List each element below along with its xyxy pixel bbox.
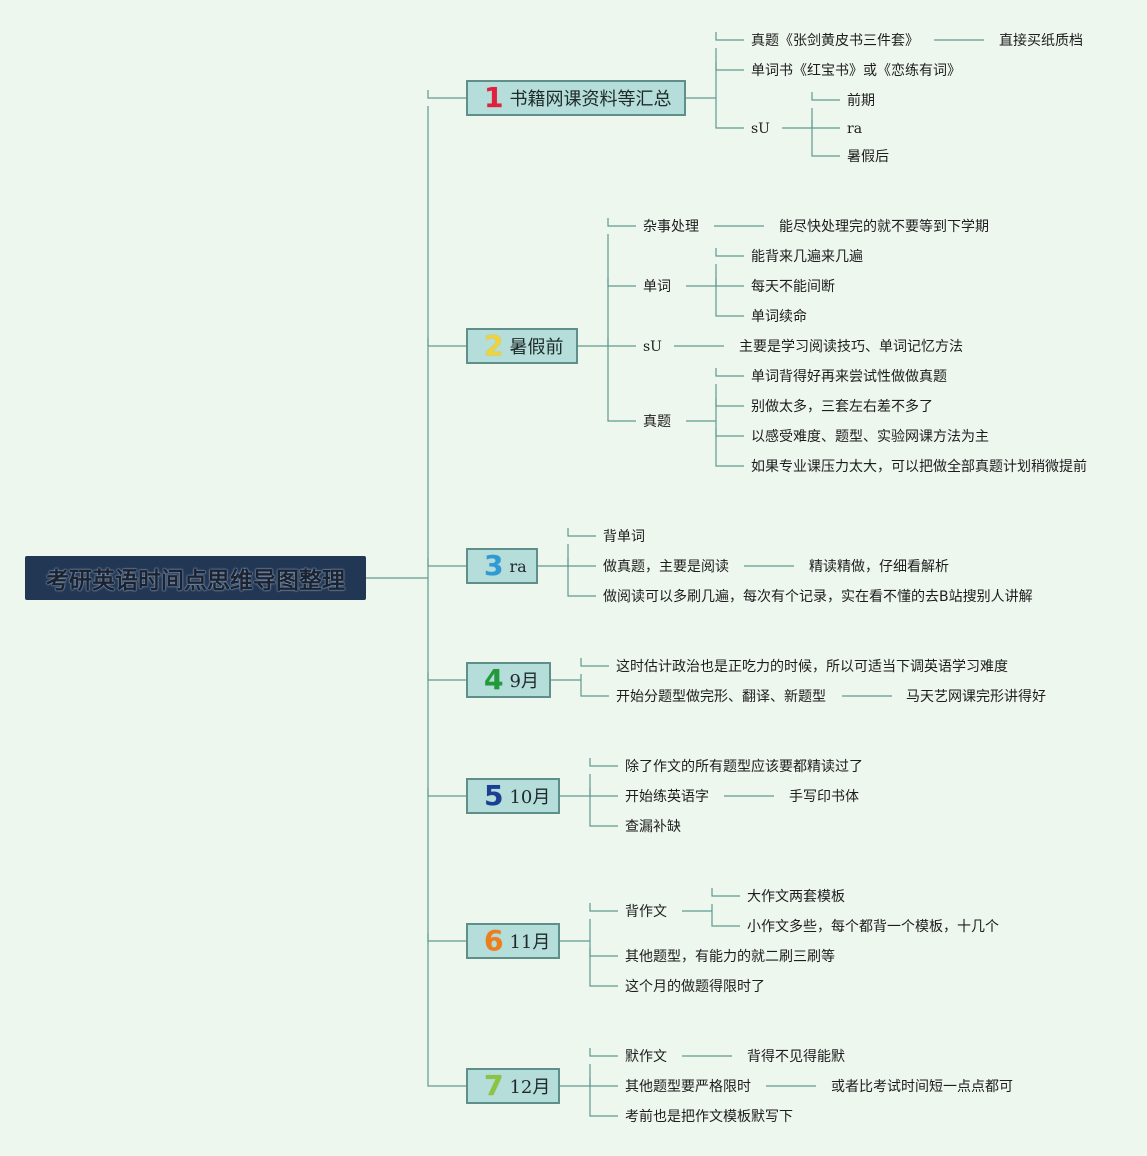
branch-2[interactable]: 2 暑假前 (466, 328, 578, 364)
subtopic-node[interactable]: 马天艺网课完形讲得好 (906, 689, 1046, 705)
branch-label: 11月 (509, 932, 551, 953)
topic-node[interactable]: 这时估计政治也是正吃力的时候，所以可适当下调英语学习难度 (616, 659, 1008, 675)
topic-node[interactable]: 杂事处理 (643, 219, 699, 235)
branch-4[interactable]: 4 9月 (466, 662, 551, 698)
subtopic-node[interactable]: ra (847, 121, 863, 137)
topic-node[interactable]: 这个月的做题得限时了 (625, 979, 765, 995)
topic-node[interactable]: 查漏补缺 (625, 819, 681, 835)
topic-node[interactable]: 真题《张剑黄皮书三件套》 (751, 33, 919, 49)
subtopic-node[interactable]: 每天不能间断 (751, 279, 835, 295)
subtopic-node[interactable]: 暑假后 (847, 149, 889, 165)
topic-node[interactable]: 考前也是把作文模板默写下 (625, 1109, 793, 1125)
topic-node[interactable]: sU (643, 339, 662, 355)
topic-node[interactable]: 默作文 (625, 1049, 667, 1065)
subtopic-node[interactable]: 别做太多，三套左右差不多了 (751, 399, 933, 415)
subtopic-node[interactable]: 以感受难度、题型、实验网课方法为主 (751, 429, 989, 445)
branch-number-7: 7 (484, 1069, 504, 1102)
branch-number-3: 3 (484, 549, 504, 582)
topic-node[interactable]: 背作文 (625, 904, 667, 920)
branch-number-2: 2 (484, 329, 504, 362)
topic-node[interactable]: 单词书《红宝书》或《恋练有词》 (751, 63, 961, 79)
topic-node[interactable]: 其他题型要严格限时 (625, 1079, 751, 1095)
topic-node[interactable]: 做真题，主要是阅读 (603, 559, 729, 575)
subtopic-node[interactable]: 背得不见得能默 (747, 1049, 845, 1065)
topic-node[interactable]: 其他题型，有能力的就二刷三刷等 (625, 949, 835, 965)
topic-node[interactable]: 真题 (643, 414, 671, 430)
branch-label: 书籍网课资料等汇总 (509, 89, 672, 110)
subtopic-node[interactable]: 前期 (847, 93, 875, 109)
subtopic-node[interactable]: 能背来几遍来几遍 (751, 249, 863, 265)
branch-6[interactable]: 6 11月 (466, 923, 560, 959)
topic-node[interactable]: 开始练英语字 (625, 789, 709, 805)
branch-label: 12月 (509, 1077, 551, 1098)
branch-label: 9月 (509, 671, 539, 692)
branch-number-4: 4 (484, 663, 504, 696)
topic-node[interactable]: 除了作文的所有题型应该要都精读过了 (625, 759, 863, 775)
branch-label: 暑假前 (509, 337, 564, 358)
subtopic-node[interactable]: 或者比考试时间短一点点都可 (831, 1079, 1013, 1095)
branch-5[interactable]: 5 10月 (466, 778, 560, 814)
branch-label: 10月 (509, 787, 551, 808)
subtopic-node[interactable]: 手写印书体 (789, 789, 859, 805)
branch-3[interactable]: 3 ra (466, 548, 538, 584)
subtopic-node[interactable]: 单词续命 (751, 309, 807, 325)
subtopic-node[interactable]: 能尽快处理完的就不要等到下学期 (779, 219, 989, 235)
subtopic-node[interactable]: 精读精做，仔细看解析 (809, 559, 949, 575)
subtopic-node[interactable]: 直接买纸质档 (999, 33, 1083, 49)
subtopic-node[interactable]: 主要是学习阅读技巧、单词记忆方法 (739, 339, 963, 355)
branch-number-5: 5 (484, 779, 504, 812)
topic-node[interactable]: 单词 (643, 279, 671, 295)
topic-node[interactable]: 做阅读可以多刷几遍，每次有个记录，实在看不懂的去B站搜别人讲解 (603, 589, 1033, 605)
branch-7[interactable]: 7 12月 (466, 1068, 560, 1104)
topic-node[interactable]: 开始分题型做完形、翻译、新题型 (616, 689, 826, 705)
subtopic-node[interactable]: 小作文多些，每个都背一个模板，十几个 (747, 919, 999, 935)
branch-1[interactable]: 1 书籍网课资料等汇总 (466, 80, 686, 116)
branch-label: ra (509, 556, 527, 576)
branch-number-6: 6 (484, 924, 504, 957)
subtopic-node[interactable]: 大作文两套模板 (747, 889, 845, 905)
branch-number-1: 1 (484, 81, 504, 114)
root-title[interactable]: 考研英语时间点思维导图整理 (25, 556, 366, 600)
subtopic-node[interactable]: 单词背得好再来尝试性做做真题 (751, 369, 947, 385)
subtopic-node[interactable]: 如果专业课压力太大，可以把做全部真题计划稍微提前 (751, 459, 1087, 475)
topic-node[interactable]: sU (751, 121, 770, 137)
topic-node[interactable]: 背单词 (603, 529, 645, 545)
